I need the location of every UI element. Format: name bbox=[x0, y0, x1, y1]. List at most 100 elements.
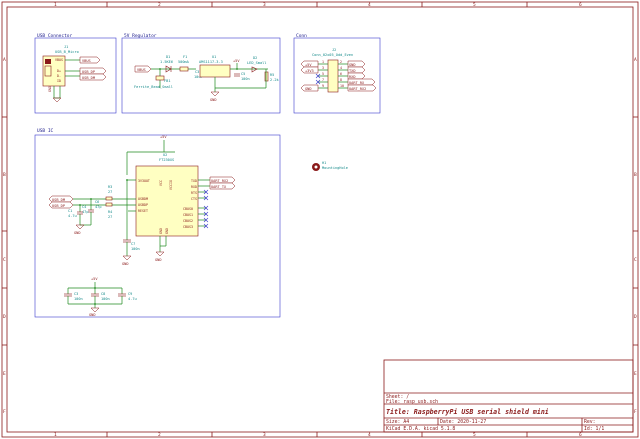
component-value: 100n bbox=[241, 77, 250, 81]
net-label-text: VBUS bbox=[82, 59, 91, 63]
led-icon bbox=[251, 66, 258, 73]
component-value: 47p bbox=[95, 205, 102, 209]
gnd-label: GND bbox=[155, 258, 162, 262]
component-ref: U2 bbox=[163, 153, 167, 157]
component-value: AMS1117-3.3 bbox=[199, 60, 223, 64]
pin-label: TXD bbox=[191, 179, 197, 183]
section-title: USB Connector bbox=[37, 33, 73, 39]
net-label-text: USB_DM bbox=[52, 198, 66, 202]
net-label bbox=[209, 182, 236, 190]
component-ref: C4 bbox=[82, 205, 86, 209]
net-label-text: VBUS bbox=[137, 68, 146, 72]
mounting-hole: H1 MountingHole bbox=[312, 161, 348, 171]
pin-number: 6 bbox=[340, 72, 342, 76]
component-value: MountingHole bbox=[322, 166, 348, 170]
sheet-size: Size: A4 bbox=[386, 419, 409, 425]
net-label bbox=[347, 84, 377, 92]
gnd-label: GND bbox=[74, 231, 81, 235]
pin-number: 2 bbox=[340, 60, 342, 64]
pin-label: 3V3OUT bbox=[138, 179, 150, 183]
pin-label: CBUS1 bbox=[183, 213, 193, 217]
pin-number: 10 bbox=[340, 84, 344, 88]
sheet-id: Id: 1/1 bbox=[584, 426, 604, 432]
net-label-text: GND bbox=[305, 87, 312, 91]
col-label: 6 bbox=[579, 432, 582, 438]
pin-label: D- bbox=[57, 74, 61, 78]
component-value: LED_Small bbox=[247, 61, 266, 65]
component-ref: FB1 bbox=[164, 79, 171, 83]
col-label: 4 bbox=[368, 432, 371, 438]
net-label bbox=[48, 201, 74, 209]
row-label: E bbox=[634, 371, 637, 377]
col-label: 1 bbox=[54, 2, 57, 8]
component-value: 27 bbox=[108, 190, 112, 194]
component-ref: C1 bbox=[68, 209, 72, 213]
net-label-text: +5V bbox=[305, 63, 312, 67]
component-value: 500mA bbox=[178, 60, 190, 64]
tvs-diode-icon bbox=[165, 65, 172, 73]
component-value: 100n bbox=[101, 297, 110, 301]
row-label: C bbox=[3, 257, 6, 263]
gnd-symbol-icon bbox=[52, 97, 62, 103]
component-value: 100n bbox=[131, 247, 140, 251]
row-label: F bbox=[634, 409, 637, 415]
component-ref: F1 bbox=[183, 55, 187, 59]
section-title: Conn bbox=[296, 33, 307, 39]
col-label: 4 bbox=[368, 2, 371, 8]
pin-label: USBDM bbox=[138, 197, 148, 201]
component-value: Ferrite_Bead_Small bbox=[134, 85, 173, 89]
component-value: 2.2k bbox=[270, 78, 279, 82]
col-label: 3 bbox=[263, 2, 266, 8]
inner-frame bbox=[6, 6, 634, 433]
net-label-text: TXD bbox=[349, 69, 356, 73]
component-ref: C3 bbox=[74, 292, 78, 296]
component-ref: D1 bbox=[166, 55, 170, 59]
net-label-text: USB_DP bbox=[52, 204, 65, 208]
component-ref: C6 bbox=[95, 200, 99, 204]
header-pins bbox=[318, 63, 348, 89]
kicad-version: KiCad E.D.A. kicad 5.1.8 bbox=[386, 426, 455, 432]
gnd-symbol-icon bbox=[75, 224, 85, 230]
component-value: Conn_02x05_Odd_Even bbox=[312, 53, 353, 57]
header-connector bbox=[327, 59, 339, 93]
pin-label: VBUS bbox=[55, 58, 63, 62]
section-box bbox=[121, 37, 281, 114]
pin-number: 4 bbox=[340, 66, 342, 70]
sheet-date: Date: 2020-11-27 bbox=[440, 419, 486, 425]
component-value: FT230XS bbox=[159, 158, 174, 162]
pin-number: 8 bbox=[340, 78, 342, 82]
net-label-text: USB_DM bbox=[82, 76, 96, 80]
col-label: 5 bbox=[473, 2, 476, 8]
col-label: 2 bbox=[158, 432, 161, 438]
component-value: 1.5KE6 bbox=[160, 60, 173, 64]
power-label: +5V bbox=[233, 59, 240, 63]
component-value: 47p bbox=[82, 210, 89, 214]
power-label: +5V bbox=[91, 277, 98, 281]
schematic-title: Title: RaspberryPi USB serial shield min… bbox=[386, 408, 549, 416]
ft230x-ic bbox=[135, 165, 199, 237]
usb-connector-section: USB Connector J1 USB_B_Micro VBUS D+ D- … bbox=[34, 33, 117, 114]
power-label: +5V bbox=[160, 135, 167, 139]
net-label bbox=[347, 78, 376, 86]
component-value: 4.7u bbox=[68, 214, 77, 218]
net-label-text: UART_TX bbox=[211, 185, 227, 189]
component-ref: C5 bbox=[241, 72, 245, 76]
regulator-ic bbox=[199, 64, 231, 78]
net-label-text: GND bbox=[349, 63, 356, 67]
pin-label: GND bbox=[165, 228, 169, 234]
col-label: 6 bbox=[579, 2, 582, 8]
component-value: 10uF bbox=[194, 75, 203, 79]
col-label: 3 bbox=[263, 432, 266, 438]
gnd-symbol-icon bbox=[210, 91, 220, 97]
gnd-symbol-icon bbox=[155, 251, 165, 257]
section-title: USB IC bbox=[37, 128, 54, 134]
gnd-label: GND bbox=[89, 313, 96, 317]
resistor-icon bbox=[105, 202, 113, 207]
gnd-symbol-icon bbox=[122, 255, 132, 261]
col-label: 5 bbox=[473, 432, 476, 438]
pin-label: CBUS2 bbox=[183, 219, 193, 223]
row-label: F bbox=[3, 409, 6, 415]
net-label-text: UART_RX2 bbox=[211, 179, 228, 183]
pin-number: 3 bbox=[322, 66, 324, 70]
